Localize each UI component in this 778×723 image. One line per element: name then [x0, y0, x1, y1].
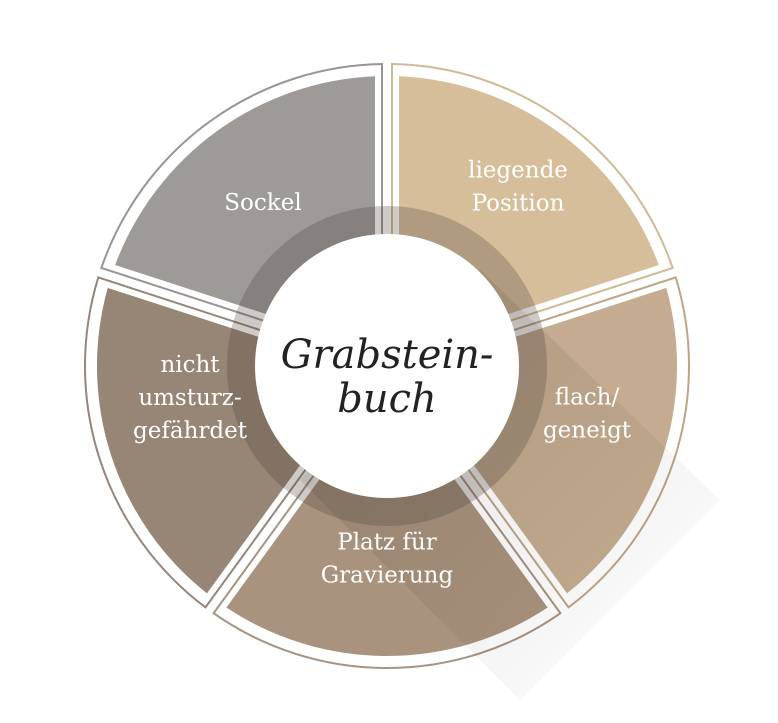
segment-label: Position: [472, 191, 565, 217]
segment-outline: [84, 276, 381, 609]
segment-label: Platz für: [337, 530, 437, 556]
segment-label: gefährdet: [133, 418, 248, 444]
segment-label: Sockel: [224, 190, 301, 216]
center-title-line2: buch: [337, 376, 437, 422]
segment-label: liegende: [468, 158, 568, 184]
segment-label: geneigt: [543, 418, 632, 444]
segment-label: Gravierung: [321, 563, 454, 589]
segment-label: umsturz-: [138, 385, 241, 411]
segment-outline: [391, 63, 674, 361]
center-title-line1: Grabstein-: [281, 332, 494, 378]
center-circle: [255, 234, 519, 498]
segment-label: nicht: [160, 352, 220, 378]
segment-outline: [100, 63, 383, 361]
segment-label: flach/: [555, 385, 620, 411]
